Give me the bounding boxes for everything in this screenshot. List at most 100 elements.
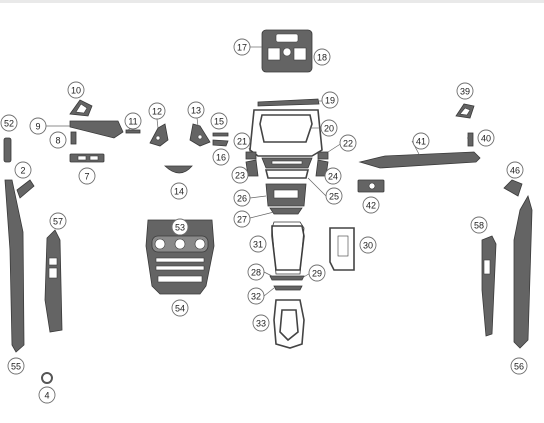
callout-circle xyxy=(325,187,343,205)
callout-10: 10 xyxy=(67,81,85,99)
part-12 xyxy=(149,123,169,147)
callout-circle xyxy=(124,112,142,130)
part-17-18-overhead xyxy=(261,29,313,73)
part-41 xyxy=(358,151,481,169)
callout-circle xyxy=(249,235,267,253)
callout-circle xyxy=(187,101,205,119)
callout-circle xyxy=(308,264,326,282)
callout-circle xyxy=(233,38,251,56)
callout-label: 58 xyxy=(474,221,484,231)
callout-25: 25 xyxy=(325,187,343,205)
callout-14: 14 xyxy=(170,182,188,200)
callout-19: 19 xyxy=(321,91,339,109)
callout-label: 9 xyxy=(35,122,40,132)
callout-circle xyxy=(233,210,251,228)
callout-circle xyxy=(233,132,251,150)
part-21 xyxy=(245,151,257,160)
callout-label: 52 xyxy=(4,119,14,129)
callout-label: 23 xyxy=(235,171,245,181)
callout-13: 13 xyxy=(187,101,205,119)
callout-16: 16 xyxy=(212,148,230,166)
callout-11: 11 xyxy=(124,112,142,130)
callout-label: 31 xyxy=(253,240,263,250)
callout-label: 18 xyxy=(317,53,327,63)
callout-52: 52 xyxy=(0,114,18,132)
callout-label: 11 xyxy=(128,117,137,127)
callout-40: 40 xyxy=(477,129,495,147)
callout-circle xyxy=(171,218,189,236)
callout-26: 26 xyxy=(233,189,251,207)
leader-lines xyxy=(46,46,472,297)
callout-39: 39 xyxy=(456,82,474,100)
part-8 xyxy=(70,131,77,145)
callout-circle xyxy=(171,299,189,317)
callout-label: 26 xyxy=(237,194,247,204)
callout-29: 29 xyxy=(308,264,326,282)
callout-circle xyxy=(247,263,265,281)
callout-20: 20 xyxy=(320,119,338,137)
callout-label: 29 xyxy=(312,269,322,279)
callout-label: 16 xyxy=(216,153,226,163)
callout-circle xyxy=(247,287,265,305)
callout-label: 56 xyxy=(514,362,524,372)
callout-label: 32 xyxy=(251,292,261,302)
callout-53: 53 xyxy=(171,218,189,236)
callout-8: 8 xyxy=(49,131,67,149)
part-30 xyxy=(329,227,355,271)
callout-label: 54 xyxy=(175,304,185,314)
callout-circle xyxy=(359,236,377,254)
callout-circle xyxy=(477,129,495,147)
callout-label: 15 xyxy=(214,117,224,127)
callout-56: 56 xyxy=(510,357,528,375)
callout-circle xyxy=(412,132,430,150)
callout-label: 25 xyxy=(329,192,339,202)
part-4 xyxy=(41,372,53,384)
callout-label: 40 xyxy=(481,134,491,144)
callout-circle xyxy=(252,314,270,332)
part-16 xyxy=(212,139,229,147)
callout-23: 23 xyxy=(231,166,249,184)
callout-24: 24 xyxy=(324,167,342,185)
callout-32: 32 xyxy=(247,287,265,305)
callout-circle xyxy=(148,102,166,120)
callout-circle xyxy=(78,167,96,185)
callout-label: 4 xyxy=(44,391,49,401)
callout-circle xyxy=(313,48,331,66)
callout-circle xyxy=(67,81,85,99)
part-14 xyxy=(163,165,193,174)
part-56 xyxy=(513,194,533,349)
callout-41: 41 xyxy=(412,132,430,150)
part-19 xyxy=(257,98,320,107)
part-52 xyxy=(3,137,12,163)
callout-58: 58 xyxy=(470,216,488,234)
part-28-29 xyxy=(269,275,305,281)
part-2 xyxy=(16,179,35,199)
callout-label: 27 xyxy=(237,215,247,225)
callout-label: 39 xyxy=(460,87,470,97)
callout-circle xyxy=(210,112,228,130)
callout-55: 55 xyxy=(7,357,25,375)
part-58 xyxy=(481,235,497,337)
callout-18: 18 xyxy=(313,48,331,66)
callout-label: 53 xyxy=(175,223,185,233)
callout-label: 30 xyxy=(363,241,373,251)
callout-label: 24 xyxy=(328,172,338,182)
callout-12: 12 xyxy=(148,102,166,120)
callout-label: 19 xyxy=(325,96,335,106)
callout-label: 42 xyxy=(366,201,376,211)
callout-label: 7 xyxy=(84,172,89,182)
callout-circle xyxy=(38,386,56,404)
callout-42: 42 xyxy=(362,196,380,214)
callout-circle xyxy=(506,161,524,179)
callout-label: 13 xyxy=(191,106,201,116)
callout-circle xyxy=(49,131,67,149)
callout-circle xyxy=(14,161,32,179)
callout-circle xyxy=(0,114,18,132)
callout-46: 46 xyxy=(506,161,524,179)
callout-57: 57 xyxy=(49,212,67,230)
callout-15: 15 xyxy=(210,112,228,130)
callout-17: 17 xyxy=(233,38,251,56)
callout-33: 33 xyxy=(252,314,270,332)
